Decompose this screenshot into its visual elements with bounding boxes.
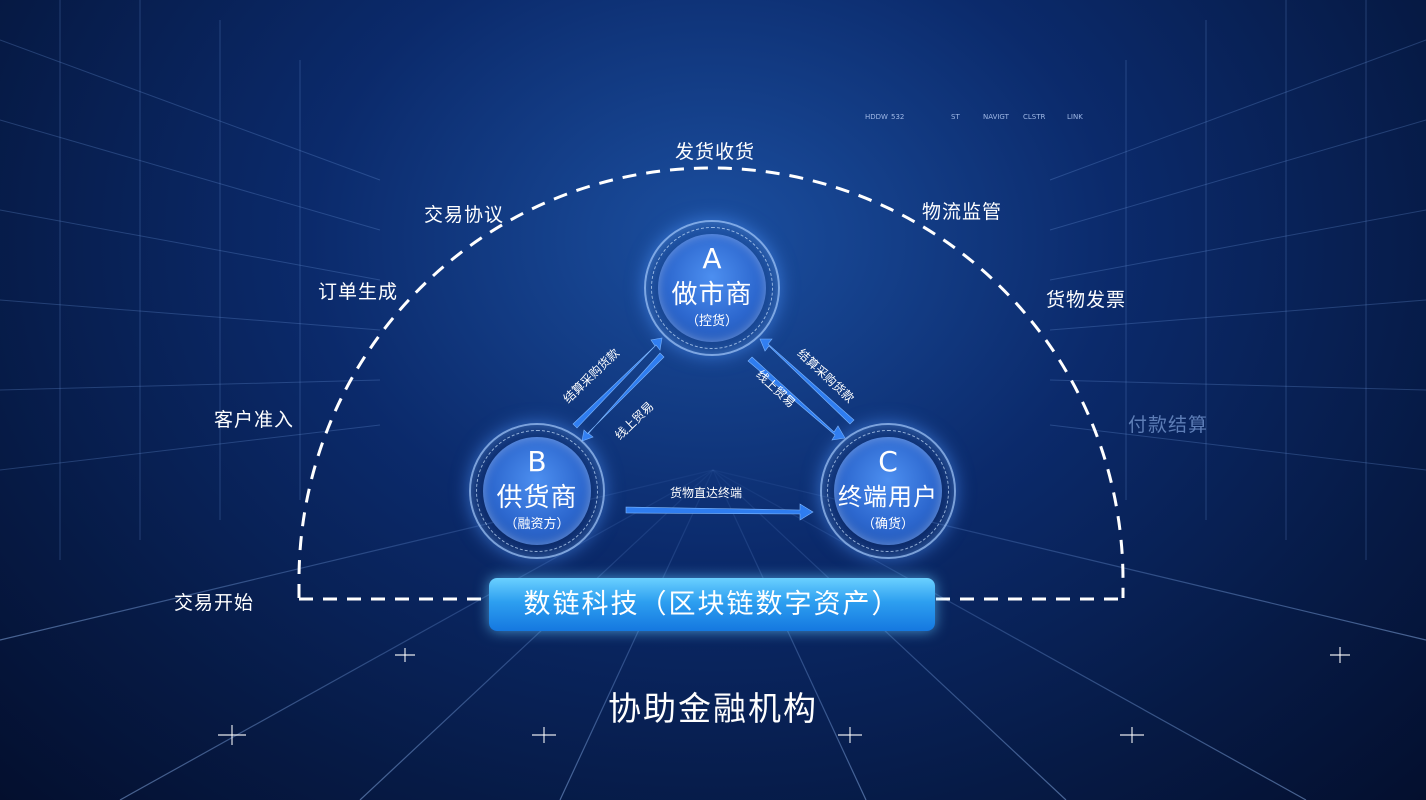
node-subtitle: （控货） — [685, 314, 738, 329]
node-name: 做市商 — [671, 280, 753, 310]
node-name: 终端用户 — [838, 483, 938, 511]
node-ring-dashed — [651, 227, 773, 349]
blockchain-banner: 数链科技（区块链数字资产） — [489, 578, 935, 631]
node-ring-dashed — [827, 430, 949, 552]
label-payment-settlement: 付款结算 — [1128, 414, 1209, 436]
hud-readout: HDDW 532 ST NAVIGT CLSTR LINK — [865, 108, 1095, 130]
label-shipping-receiving: 发货收货 — [675, 141, 756, 163]
node-ring — [644, 220, 780, 356]
node-core — [658, 234, 766, 342]
hud-item: 532 — [891, 113, 905, 121]
hud-item: ST — [951, 113, 960, 121]
label-order-creation: 订单生成 — [318, 281, 399, 303]
node-core — [834, 437, 942, 545]
node-subtitle: （融资方） — [504, 517, 570, 532]
node-ring — [820, 423, 956, 559]
node-name: 供货商 — [496, 483, 578, 513]
label-customer-access: 客户准入 — [214, 409, 295, 431]
node-ring-dashed — [476, 430, 598, 552]
node-supplier: B 供货商 （融资方） — [469, 423, 605, 559]
node-subtitle: （确货） — [861, 517, 914, 532]
node-letter: A — [702, 242, 722, 275]
footer-title: 协助金融机构 — [608, 689, 818, 728]
hud-item: LINK — [1067, 113, 1083, 121]
node-end-user: C 终端用户 （确货） — [820, 423, 956, 559]
hud-item: NAVIGT — [983, 113, 1009, 121]
node-core — [483, 437, 591, 545]
hud-item: HDDW — [865, 113, 888, 121]
node-letter: B — [527, 445, 547, 478]
label-trade-start: 交易开始 — [174, 592, 255, 614]
label-goods-invoice: 货物发票 — [1046, 289, 1127, 311]
edge-label-bc-direct-delivery: 货物直达终端 — [670, 486, 743, 500]
node-market-maker: A 做市商 （控货） — [644, 220, 780, 356]
label-trade-agreement: 交易协议 — [424, 204, 505, 226]
hud-item: CLSTR — [1023, 113, 1046, 121]
label-logistics-supervision: 物流监管 — [922, 201, 1003, 223]
node-ring — [469, 423, 605, 559]
node-letter: C — [878, 445, 898, 478]
